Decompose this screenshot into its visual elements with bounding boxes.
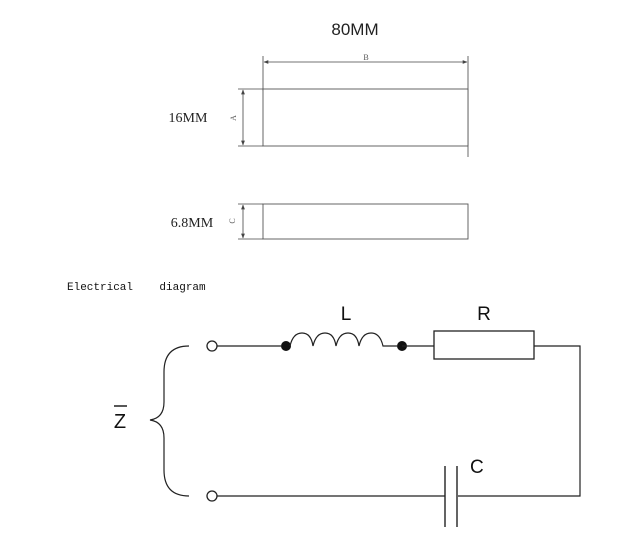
letter-a-label: A [229, 115, 238, 121]
top-view-drawing: 80MM B A 16MM [169, 20, 469, 157]
terminal-top [206, 340, 218, 352]
circuit-schematic: L R C Z [114, 304, 581, 527]
side-view-drawing: C 6.8MM [171, 203, 469, 240]
electrical-diagram-heading: Electrical diagram [67, 282, 206, 294]
thickness-dimension-label: 6.8MM [171, 216, 214, 231]
impedance-brace [149, 345, 190, 497]
length-dimension-label: 80MM [331, 20, 378, 39]
impedance-label: Z [114, 411, 126, 433]
width-dimension-label: 16MM [169, 111, 208, 126]
inductor-node-left [281, 341, 291, 351]
capacitor-label: C [470, 457, 484, 478]
inductor-label: L [341, 304, 352, 325]
terminal-bottom [206, 490, 218, 502]
top-view-rectangle [262, 88, 469, 147]
resistor [433, 330, 535, 360]
wire-right-loop [458, 345, 581, 497]
inductor-coil [289, 332, 397, 347]
resistor-label: R [477, 304, 491, 325]
letter-b-label: B [363, 53, 368, 62]
side-view-rectangle [262, 203, 469, 240]
letter-c-label: C [228, 218, 237, 223]
